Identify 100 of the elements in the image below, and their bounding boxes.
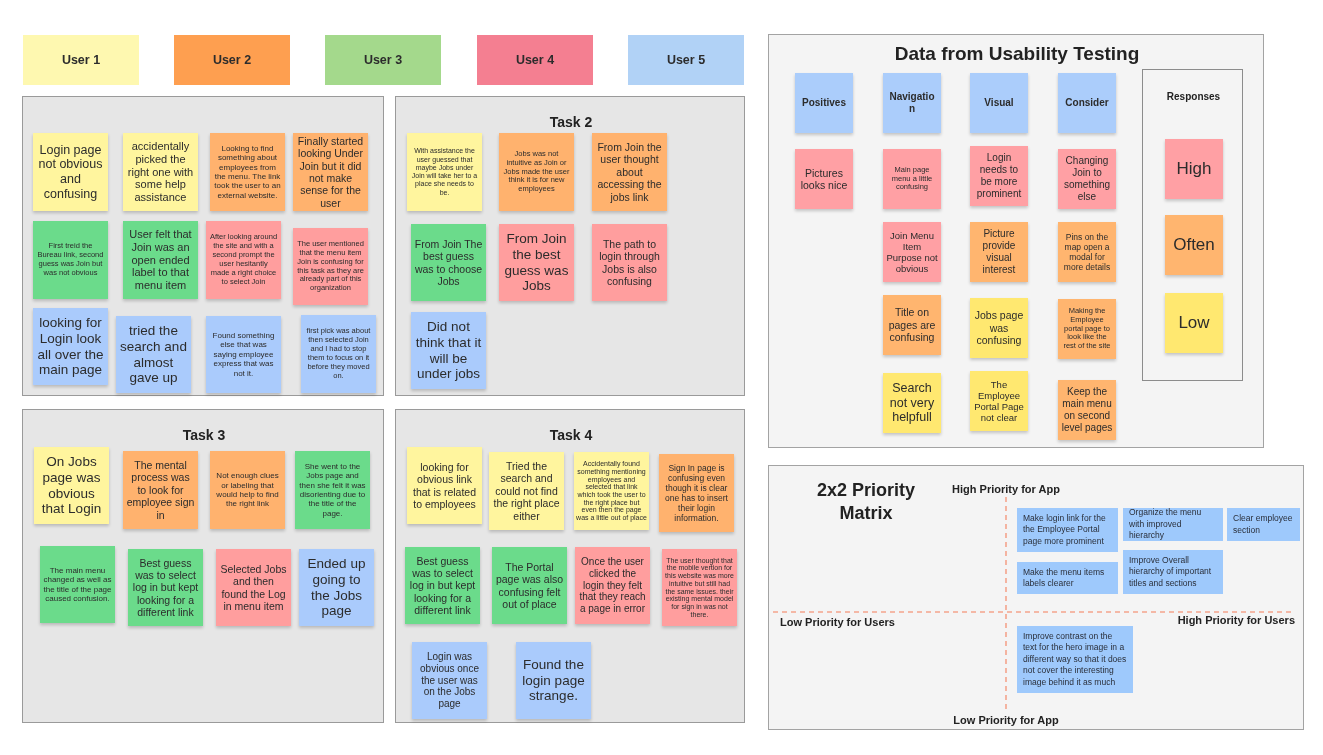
- sticky-note: [210, 133, 285, 211]
- sticky-note: [1058, 299, 1116, 359]
- responses-panel: [1142, 69, 1243, 381]
- sticky-note: [574, 452, 649, 530]
- sticky-note: [499, 133, 574, 211]
- note-text: Make login link for the the Employee Portal page more prominent: [1023, 512, 1107, 548]
- note-text: Picture provide visual interest: [981, 228, 1017, 276]
- note-text: Improve Overall hierarchy of important titles and sections: [1129, 554, 1213, 590]
- sticky-note: [123, 133, 198, 211]
- category-label: Positives: [802, 97, 846, 109]
- sticky-note: [492, 547, 567, 624]
- category-card: [795, 73, 853, 133]
- note-text: Title on pages are confusing: [887, 306, 937, 344]
- panel-title: Task 4: [549, 427, 593, 445]
- task-panel: [22, 409, 384, 723]
- sticky-note: [33, 133, 108, 211]
- category-label: Consider: [1065, 97, 1109, 109]
- panel-title: Data from Usability Testing: [894, 42, 1140, 66]
- note-text: Tried the search and could not find the right place either: [492, 460, 561, 522]
- axis-label: Low Priority for App: [953, 714, 1059, 728]
- user-label: User 3: [363, 52, 403, 68]
- matrix-panel: [768, 465, 1304, 730]
- note-text: Found the login page strange.: [521, 656, 586, 705]
- task-panel: [395, 96, 745, 396]
- sticky-note: [411, 224, 486, 301]
- note-text: From Join the user thought about accessing the jobs link: [596, 141, 663, 203]
- note-text: looking for Login look all over the main page: [36, 314, 105, 379]
- priority-card: [1017, 562, 1118, 594]
- note-text: The Portal page was also confusing felt out of place: [495, 560, 564, 611]
- sticky-note: [883, 373, 941, 433]
- note-text: The path to login through Jobs is also confusing: [598, 237, 661, 288]
- note-text: Pins on the map open a modal for more details: [1062, 231, 1112, 273]
- axis-label: Low Priority for Users: [780, 616, 895, 630]
- sticky-note: [116, 316, 191, 393]
- note-text: On Jobs page was obvious that Login: [40, 453, 103, 518]
- board-panel: [768, 34, 1264, 448]
- axis-label: High Priority for App: [952, 483, 1060, 497]
- sticky-note: [210, 451, 285, 529]
- note-text: Keep the main menu on second level pages: [1061, 386, 1113, 434]
- sticky-note: [412, 642, 487, 719]
- note-text: She went to the Jobs page and then she felt it was disorienting due to the title of the page.: [298, 461, 367, 519]
- user-label: User 1: [61, 52, 101, 68]
- sticky-note: [592, 224, 667, 301]
- sticky-note: [883, 149, 941, 209]
- note-text: Best guess was to select log in but kept looking for a different link: [408, 554, 477, 617]
- category-card: [970, 73, 1028, 133]
- note-text: Login page not obvious and confusing: [37, 142, 104, 202]
- category-card: [1058, 73, 1116, 133]
- sticky-note: [659, 454, 734, 532]
- sticky-note: [1058, 149, 1116, 209]
- sticky-note: [970, 222, 1028, 282]
- note-text: Organize the menu with improved hierarchy: [1129, 507, 1203, 542]
- level-label: Low: [1178, 312, 1210, 333]
- user-card: [477, 35, 593, 85]
- sticky-note: [489, 452, 564, 530]
- panel-title: 2x2 Priority Matrix: [815, 479, 917, 524]
- note-text: Pictures looks nice: [799, 166, 849, 192]
- priority-card: [1227, 508, 1300, 541]
- note-text: Search not very helpfull: [888, 380, 936, 426]
- sticky-note: [33, 221, 108, 299]
- user-card: [325, 35, 441, 85]
- response-level-card: [1165, 293, 1223, 353]
- task-panel: [395, 409, 745, 723]
- sticky-note: [128, 549, 203, 626]
- note-text: accidentally picked the right one with some help assistance: [126, 139, 195, 205]
- note-text: Make the menu items labels clearer: [1023, 566, 1106, 590]
- note-text: Sign In page is confusing even though it is clear one has to insert their login information.: [664, 462, 729, 524]
- user-card: [23, 35, 139, 85]
- sticky-note: [1058, 380, 1116, 440]
- note-text: The Employee Portal Page not clear: [973, 378, 1025, 424]
- sticky-note: [883, 222, 941, 282]
- panel-title: Task 3: [182, 427, 226, 445]
- sticky-note: [206, 316, 281, 393]
- sticky-note: [407, 133, 482, 211]
- category-label: Navigation: [888, 91, 936, 115]
- sticky-note: [206, 221, 281, 299]
- sticky-note: [40, 546, 115, 623]
- priority-card: [1123, 508, 1223, 541]
- sticky-note: [575, 547, 650, 624]
- sticky-note: [1058, 222, 1116, 282]
- note-text: Best guess was to select log in but kept looking for a different link: [131, 556, 200, 619]
- note-text: Clear employee section: [1233, 513, 1294, 536]
- sticky-note: [293, 228, 368, 305]
- category-label: Visual: [984, 97, 1014, 109]
- note-text: Login needs to be more prominent: [975, 152, 1023, 200]
- note-text: Login was obvious once the user was on the Jobs page: [419, 651, 480, 710]
- sticky-note: [970, 298, 1028, 358]
- sticky-note: [795, 149, 853, 209]
- response-level-card: [1165, 139, 1223, 199]
- sticky-note: [34, 447, 109, 524]
- sticky-note: [33, 308, 108, 385]
- sticky-note: [883, 295, 941, 355]
- sticky-note: [411, 312, 486, 389]
- priority-card: [1017, 508, 1118, 552]
- note-text: Jobs page was confusing: [973, 309, 1025, 347]
- user-label: User 4: [515, 52, 555, 68]
- note-text: Not enough clues or labeling that would help to find the right link: [215, 471, 280, 509]
- sticky-note: [499, 224, 574, 301]
- note-text: Join Menu Item Purpose not obvious: [886, 229, 938, 275]
- note-text: Looking to find something about employees from the menu. The link took the user to an external website.: [213, 143, 282, 201]
